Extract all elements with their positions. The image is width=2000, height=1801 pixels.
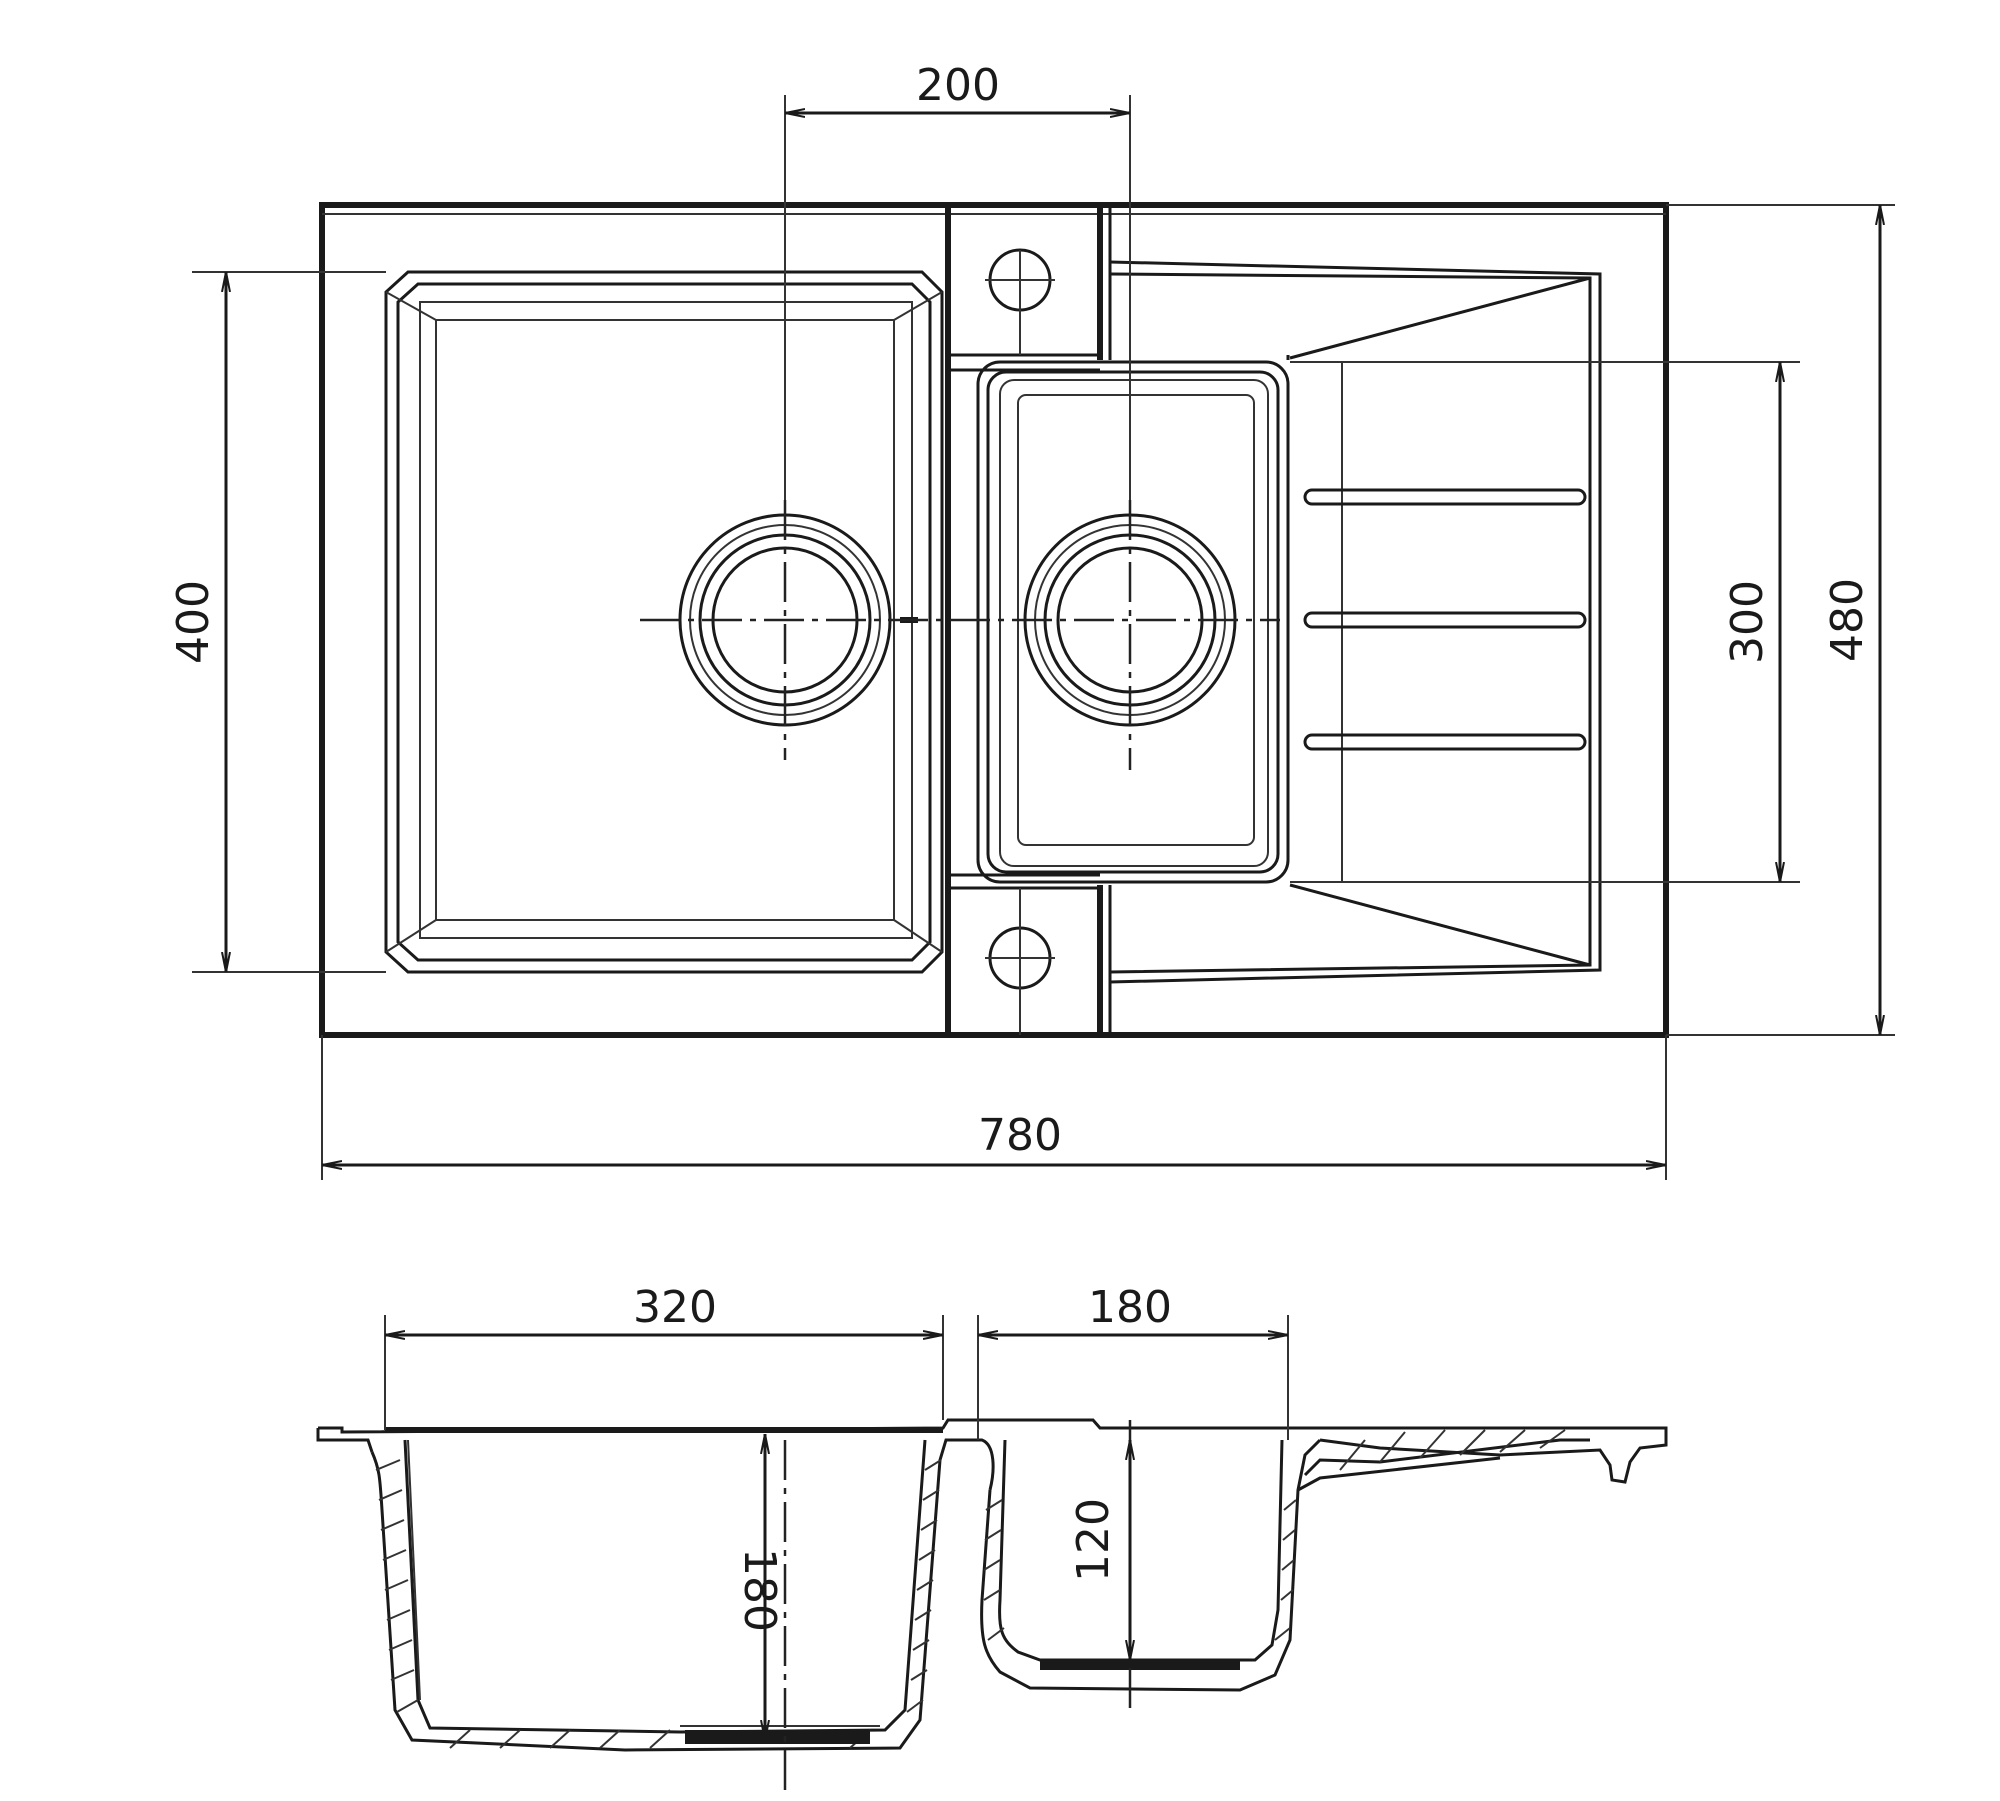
tap-strip	[945, 205, 1112, 1035]
dim-drain-spacing-label: 200	[916, 60, 1000, 111]
top-view: 200 400 300 480 780	[168, 60, 1895, 1180]
sink-outline	[319, 202, 1669, 1038]
dim-small-bowl-depth: 300	[1722, 362, 1780, 882]
dim-bowl-depth: 400	[168, 272, 226, 972]
small-bowl-section	[980, 1438, 1322, 1692]
dim-main-bowl-depth-label: 180	[734, 1548, 785, 1632]
drainboard-section	[1297, 1428, 1668, 1492]
main-bowl	[384, 270, 944, 974]
dim-overall-depth: 480	[1822, 205, 1880, 1035]
dim-overall-width-label: 780	[978, 1110, 1062, 1161]
small-bowl	[976, 360, 1290, 884]
dim-overall-width: 780	[322, 1110, 1666, 1165]
dim-small-bowl-depth-label: 300	[1722, 580, 1773, 664]
dim-main-bowl-width-label: 320	[633, 1282, 717, 1333]
dim-small-bowl-width: 180	[978, 1282, 1288, 1335]
dim-bowl-depth-label: 400	[168, 580, 219, 664]
crosshair-circle-icon	[985, 888, 1055, 1035]
crosshair-circle-icon	[985, 248, 1055, 355]
dim-overall-depth-label: 480	[1822, 578, 1873, 662]
dim-drain-spacing: 200	[785, 60, 1130, 113]
dim-small-bowl-height: 120	[1068, 1440, 1130, 1660]
section-view: 320 180 180 120	[316, 1282, 1668, 1795]
dim-small-bowl-width-label: 180	[1088, 1282, 1172, 1333]
dim-small-bowl-height-label: 120	[1068, 1498, 1119, 1582]
dim-main-bowl-width: 320	[385, 1282, 943, 1335]
drainboard	[1109, 260, 1602, 984]
dim-main-bowl-depth: 180	[734, 1434, 785, 1740]
main-bowl-section	[370, 1438, 995, 1752]
